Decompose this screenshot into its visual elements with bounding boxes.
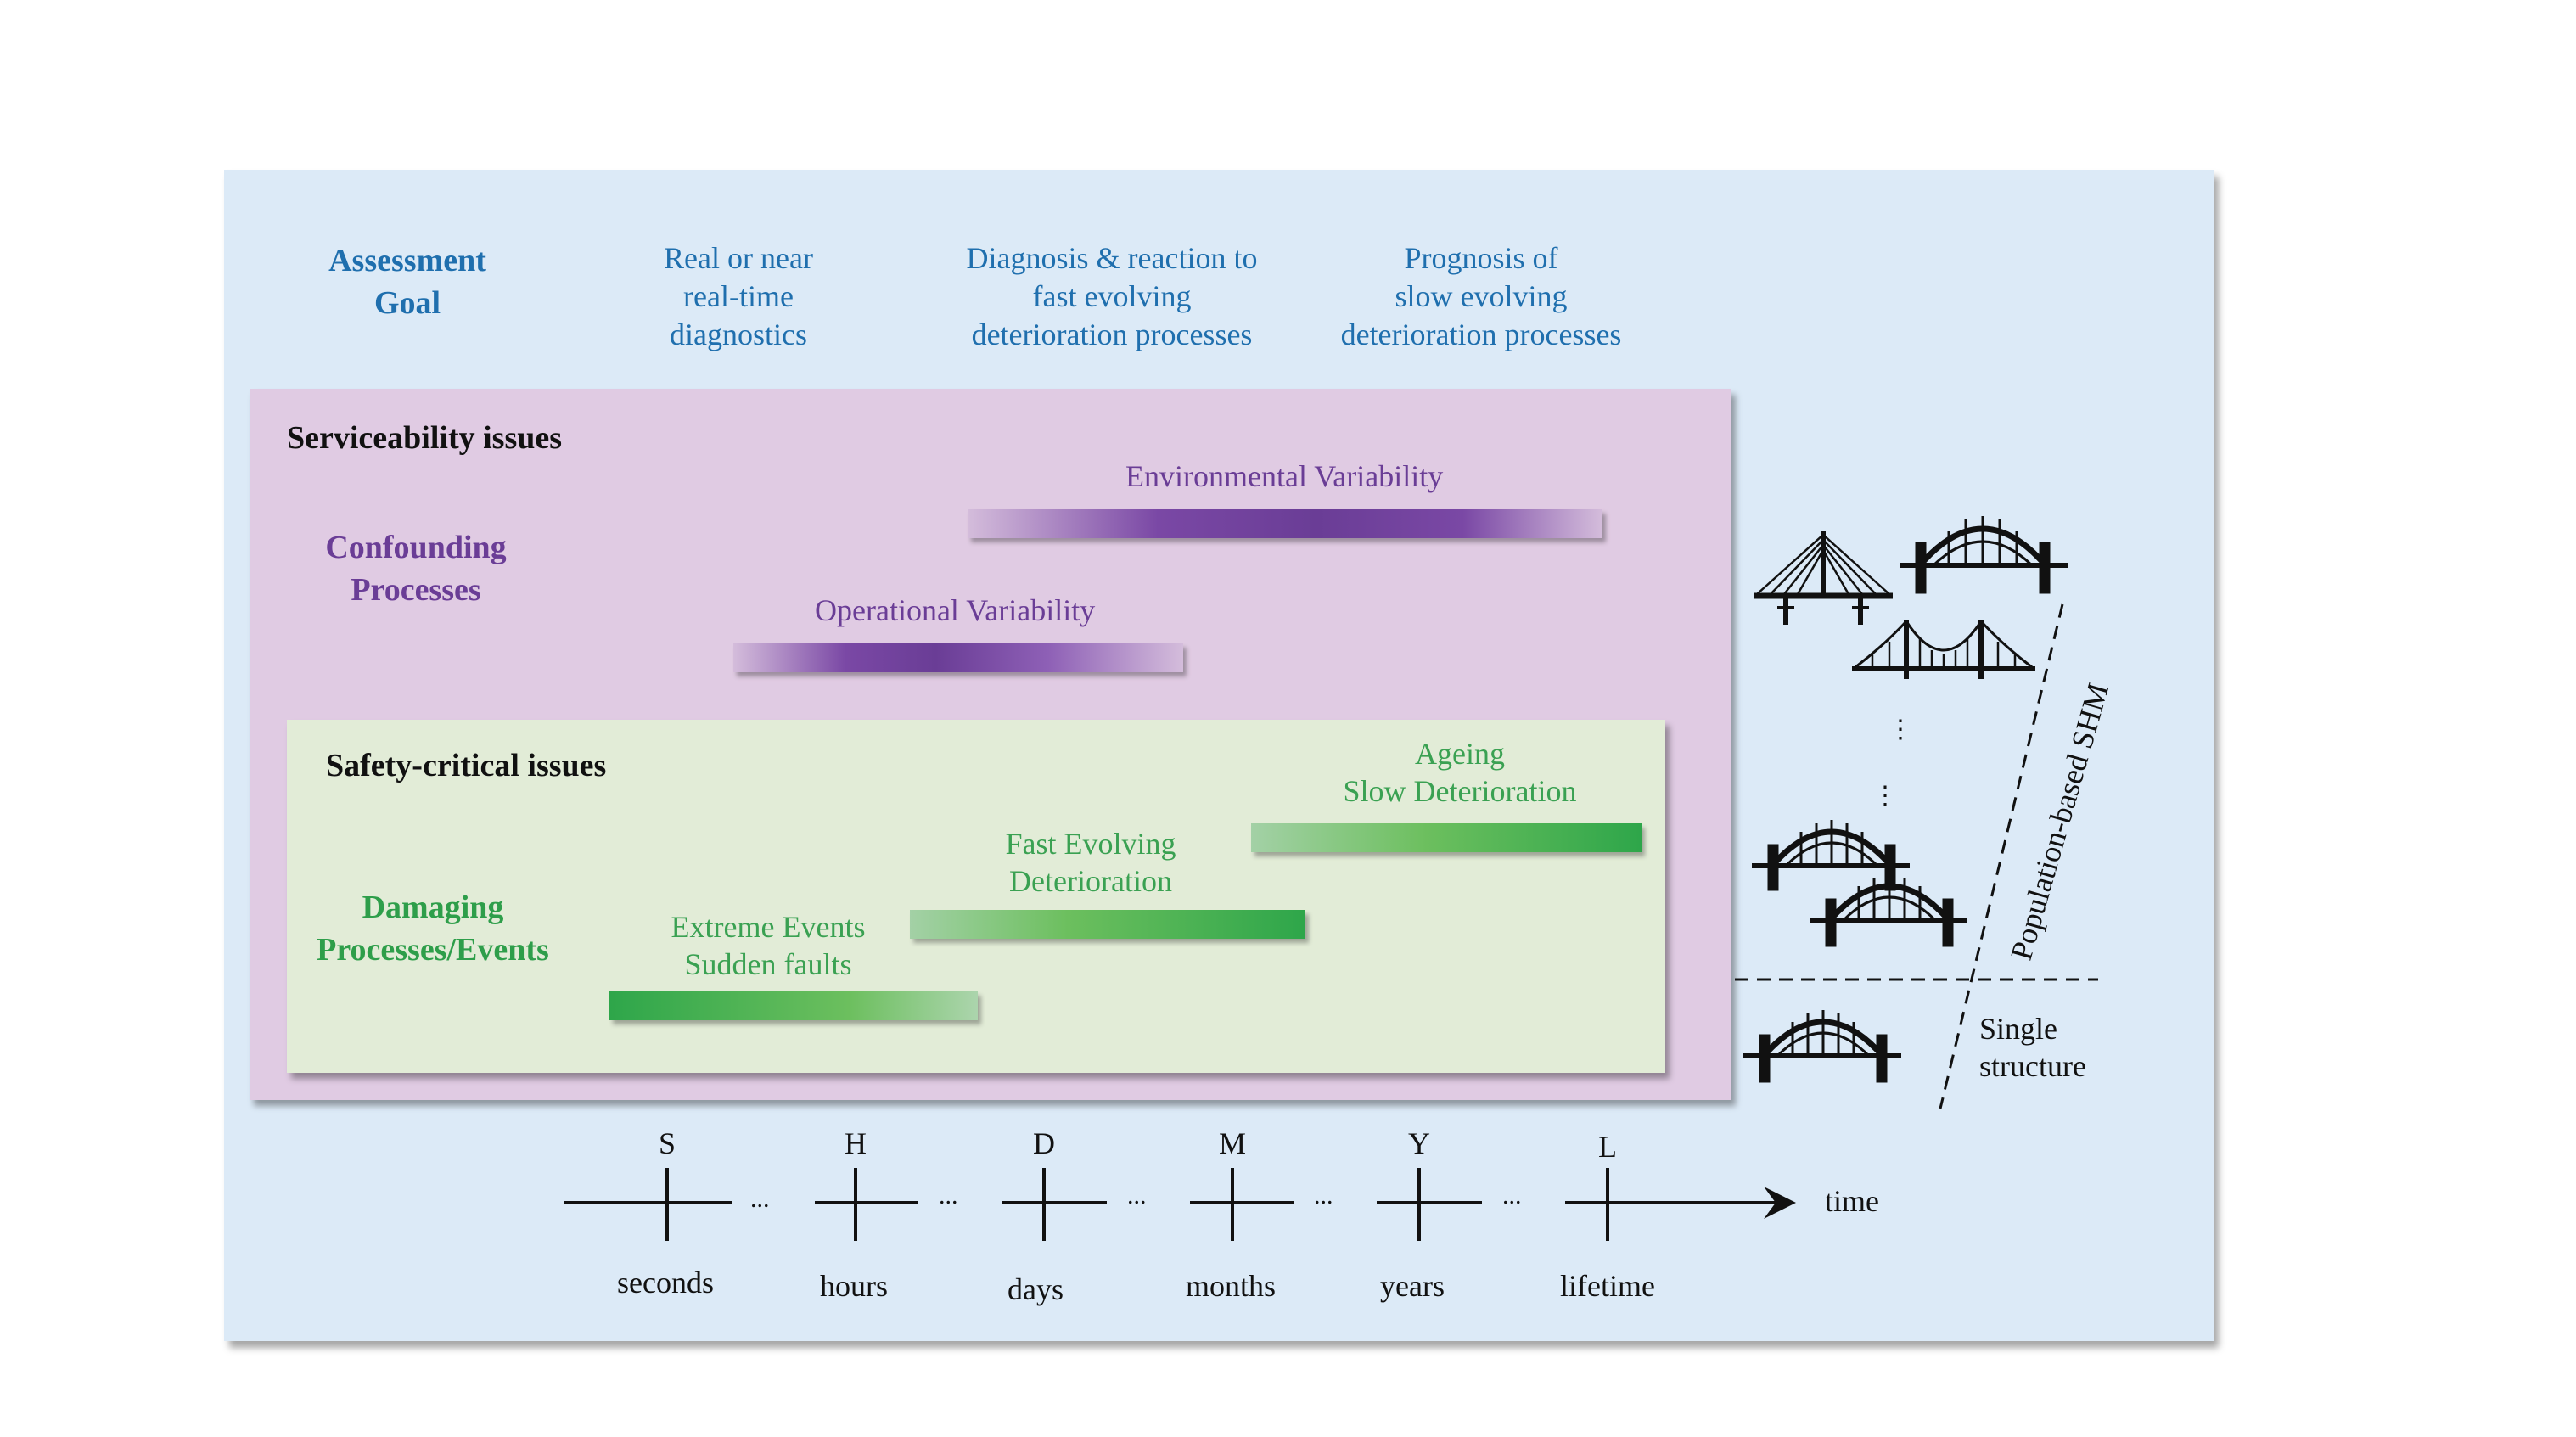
extreme-events-label: Extreme Events Sudden faults <box>645 908 891 983</box>
ageing-line-1: Ageing <box>1415 737 1505 771</box>
single-structure-line-2: structure <box>1979 1049 2086 1083</box>
tick-word-lifetime: lifetime <box>1560 1269 1655 1303</box>
damaging-heading: Damaging Processes/Events <box>297 886 569 971</box>
goal-realtime: Real or near real-time diagnostics <box>598 239 878 354</box>
environmental-variability-bar <box>968 509 1602 538</box>
arch-bridge-icon-2 <box>1752 820 1910 891</box>
ageing-line-2: Slow Deterioration <box>1343 774 1577 808</box>
ellipsis-2: ... <box>939 1182 958 1210</box>
ageing-label: Ageing Slow Deterioration <box>1299 735 1621 810</box>
fast-evolving-label: Fast Evolving Deterioration <box>968 825 1214 900</box>
time-arrow-head <box>1764 1187 1796 1219</box>
environmental-variability-label: Environmental Variability <box>1125 459 1444 493</box>
confounding-heading: Confounding Processes <box>289 526 543 611</box>
confounding-line-1: Confounding <box>325 530 507 565</box>
goal-prognosis: Prognosis of slow evolving deterioration… <box>1303 239 1659 354</box>
arch-bridge-icon-single <box>1743 1010 1901 1083</box>
population-boundary-dashed <box>1939 603 2064 1109</box>
operational-variability-bar <box>733 643 1183 672</box>
goal-prognosis-line-2: slow evolving <box>1395 279 1568 313</box>
extreme-events-bar <box>609 991 978 1020</box>
tick-letter-s: S <box>658 1126 676 1160</box>
ellipsis-4: ... <box>1314 1182 1333 1210</box>
cable-stayed-bridge-icon <box>1754 531 1893 625</box>
arch-bridge-icon-3 <box>1810 874 1967 947</box>
safety-critical-title: Safety-critical issues <box>326 748 607 783</box>
single-structure-label: Single structure <box>1979 1010 2086 1085</box>
goal-diagnosis: Diagnosis & reaction to fast evolving de… <box>934 239 1290 354</box>
assessment-goal-heading: Assessment Goal <box>306 239 509 324</box>
confounding-line-2: Processes <box>351 572 481 608</box>
suspension-bridge-icon <box>1852 620 2035 679</box>
operational-variability-label: Operational Variability <box>815 593 1096 627</box>
goal-prognosis-line-3: deterioration processes <box>1340 317 1622 351</box>
vertical-ellipsis-1: ⋮ <box>1888 716 1913 744</box>
goal-diagnosis-line-1: Diagnosis & reaction to <box>966 241 1258 275</box>
tick-word-days: days <box>1007 1272 1064 1306</box>
extreme-events-line-2: Sudden faults <box>684 947 852 981</box>
serviceability-title: Serviceability issues <box>287 420 563 456</box>
goal-realtime-line-1: Real or near <box>664 241 813 275</box>
tick-letter-d: D <box>1033 1126 1055 1160</box>
damaging-line-2: Processes/Events <box>317 932 549 968</box>
goal-diagnosis-line-3: deterioration processes <box>971 317 1253 351</box>
arch-bridge-icon-1 <box>1900 516 2068 594</box>
ageing-bar <box>1251 823 1642 852</box>
extreme-events-line-1: Extreme Events <box>671 910 866 944</box>
tick-word-seconds: seconds <box>617 1266 714 1299</box>
fast-evolving-line-2: Deterioration <box>1009 864 1172 898</box>
tick-letter-l: L <box>1598 1130 1617 1164</box>
vertical-ellipsis-2: ⋮ <box>1872 782 1898 810</box>
goal-diagnosis-line-2: fast evolving <box>1032 279 1192 313</box>
tick-word-months: months <box>1185 1269 1276 1303</box>
single-structure-line-1: Single <box>1979 1012 2058 1046</box>
ellipsis-3: ... <box>1127 1182 1147 1210</box>
tick-letter-y: Y <box>1408 1126 1430 1160</box>
tick-word-hours: hours <box>820 1269 888 1303</box>
assessment-goal-line-2: Goal <box>373 285 441 321</box>
tick-letter-h: H <box>845 1126 867 1160</box>
time-axis-label: time <box>1825 1184 1879 1218</box>
goal-realtime-line-2: real-time <box>683 279 794 313</box>
ellipsis-5: ... <box>1502 1182 1522 1210</box>
goal-prognosis-line-1: Prognosis of <box>1404 241 1558 275</box>
damaging-line-1: Damaging <box>362 890 504 925</box>
tick-letter-m: M <box>1218 1126 1246 1160</box>
fast-evolving-line-1: Fast Evolving <box>1005 827 1176 861</box>
goal-realtime-line-3: diagnostics <box>670 317 807 351</box>
ellipsis-1: ... <box>750 1185 770 1213</box>
fast-evolving-bar <box>910 910 1305 939</box>
assessment-goal-line-1: Assessment <box>328 243 486 278</box>
tick-word-years: years <box>1380 1269 1445 1303</box>
